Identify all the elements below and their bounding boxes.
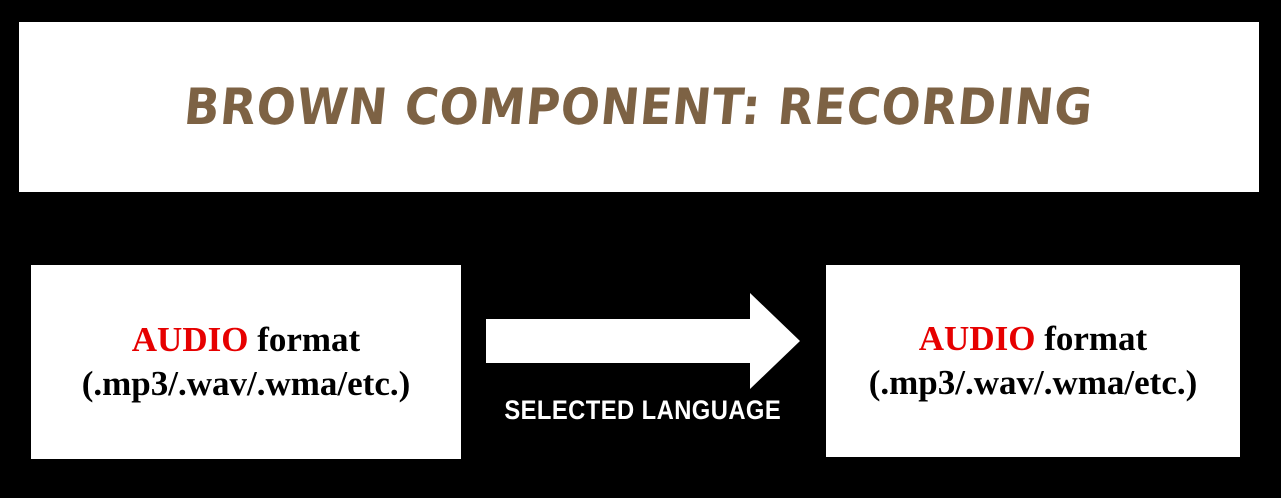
input-keyword: AUDIO [131, 320, 249, 359]
output-keyword: AUDIO [918, 319, 1036, 358]
output-format-list: (.mp3/.wav/.wma/etc.) [868, 363, 1198, 402]
output-format-line: AUDIO format [919, 317, 1147, 361]
input-format-word: format [248, 320, 361, 359]
output-audio-box: AUDIO format (.mp3/.wav/.wma/etc.) [826, 265, 1240, 457]
input-format-list: (.mp3/.wav/.wma/etc.) [81, 364, 411, 403]
right-arrow-icon [486, 293, 800, 389]
diagram-title: BROWN COMPONENT: RECORDING [181, 78, 1097, 136]
output-format-word: format [1035, 319, 1148, 358]
title-banner: BROWN COMPONENT: RECORDING [19, 22, 1259, 192]
arrow-label: SELECTED LANGUAGE [504, 395, 782, 425]
input-format-line: AUDIO format [132, 318, 360, 362]
input-audio-box: AUDIO format (.mp3/.wav/.wma/etc.) [31, 265, 461, 459]
